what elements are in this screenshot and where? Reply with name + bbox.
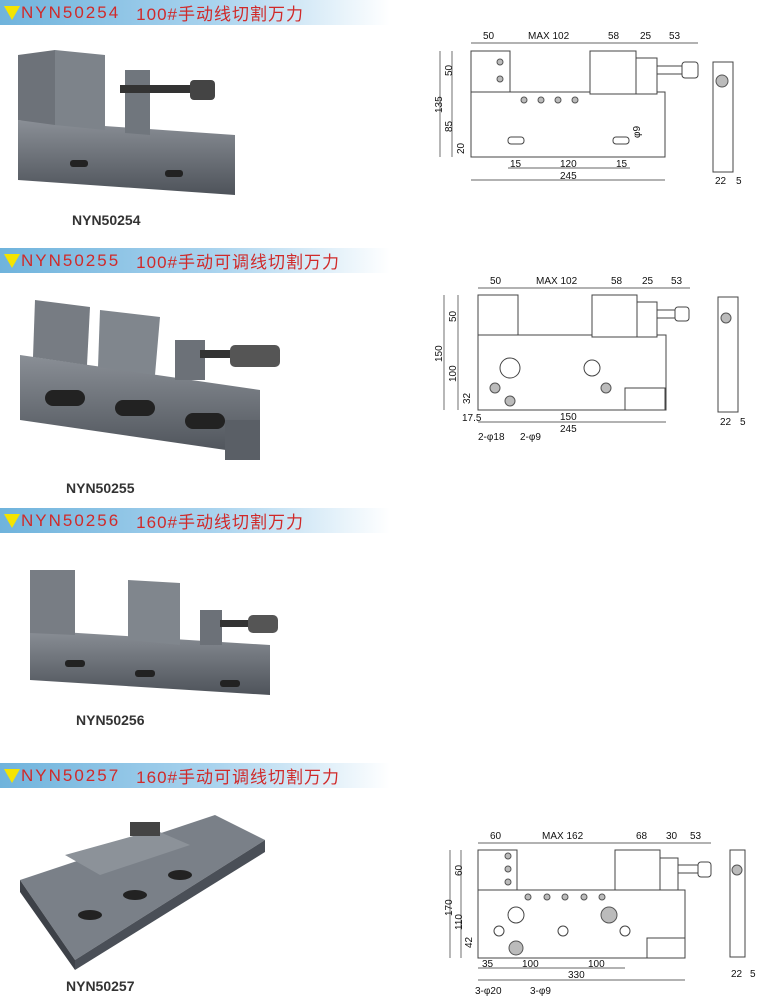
product-title: 100#手动线切割万力	[136, 5, 304, 24]
dim-label: 42	[464, 936, 475, 948]
dim-label: 60	[454, 864, 465, 876]
dim-label: 5	[736, 176, 742, 187]
product-photo-nyn50256	[30, 570, 278, 695]
triangle-bullet-icon	[4, 5, 20, 20]
product-caption: NYN50256	[76, 712, 145, 728]
dim-label: 22	[731, 969, 743, 980]
triangle-bullet-icon	[4, 768, 20, 783]
dim-label: 3-φ20	[475, 986, 502, 997]
dimension-drawing-nyn50257: 60 MAX 162 68 30 53 170 60 110 42 35 100…	[444, 831, 756, 997]
dim-label: 58	[608, 31, 620, 42]
dim-label: 50	[448, 310, 459, 322]
dim-label: 50	[483, 31, 495, 42]
product-caption: NYN50255	[66, 480, 135, 496]
dim-label: 170	[444, 899, 455, 916]
dim-label: 25	[642, 276, 654, 287]
dim-label: 68	[636, 831, 648, 842]
product-title: 160#手动线切割万力	[136, 513, 304, 532]
product-code: NYN50256	[21, 510, 121, 530]
product-photo-nyn50255	[20, 300, 280, 460]
dim-label: 20	[456, 142, 467, 154]
dim-label: 22	[715, 176, 727, 187]
dim-label: 5	[740, 417, 746, 428]
dim-label: MAX 102	[528, 31, 570, 42]
dim-label: 53	[690, 831, 702, 842]
product-header-nyn50255: NYN50255 100#手动可调线切割万力	[0, 248, 390, 273]
dim-label: 5	[750, 969, 756, 980]
dim-label: 135	[434, 96, 445, 113]
dim-label: 30	[666, 831, 678, 842]
dim-label: 85	[444, 120, 455, 132]
dim-label: MAX 162	[542, 831, 584, 842]
dim-label: 58	[611, 276, 623, 287]
dim-label: 150	[434, 345, 445, 362]
dim-label: 15	[510, 159, 522, 170]
dim-label: 25	[640, 31, 652, 42]
dimension-drawing-nyn50255: 50 MAX 102 58 25 53 150 50 100 32 17.5 1…	[434, 276, 746, 443]
dim-label: 17.5	[462, 413, 482, 424]
product-caption: NYN50257	[66, 978, 135, 994]
dim-label: 2-φ18	[478, 432, 505, 443]
dim-label: 50	[444, 64, 455, 76]
dim-label: 53	[669, 31, 681, 42]
product-header-nyn50257: NYN50257 160#手动可调线切割万力	[0, 763, 390, 788]
dim-label: 32	[462, 392, 473, 404]
product-header-nyn50254: NYN50254 100#手动线切割万力	[0, 0, 390, 25]
dim-label: 50	[490, 276, 502, 287]
dim-label: 60	[490, 831, 502, 842]
dimension-drawing-nyn50254: 50 MAX 102 58 25 53 135 50 85 20 φ9 15 1…	[434, 31, 742, 187]
product-code: NYN50254	[21, 2, 121, 22]
dim-label: 245	[560, 424, 577, 435]
dim-label: 330	[568, 970, 585, 981]
product-code: NYN50255	[21, 250, 121, 270]
product-header-nyn50256: NYN50256 160#手动线切割万力	[0, 508, 390, 533]
dim-label: 100	[588, 959, 605, 970]
dim-label: φ9	[632, 126, 643, 138]
dim-label: 150	[560, 412, 577, 423]
triangle-bullet-icon	[4, 253, 20, 268]
dim-label: 2-φ9	[520, 432, 541, 443]
dim-label: 100	[448, 365, 459, 382]
product-title: 160#手动可调线切割万力	[136, 768, 340, 787]
product-code: NYN50257	[21, 765, 121, 785]
product-caption: NYN50254	[72, 212, 141, 228]
dim-label: 15	[616, 159, 628, 170]
dim-label: 245	[560, 171, 577, 182]
dim-label: 53	[671, 276, 683, 287]
dim-label: 100	[522, 959, 539, 970]
product-title: 100#手动可调线切割万力	[136, 253, 340, 272]
product-photo-nyn50257	[20, 815, 265, 970]
triangle-bullet-icon	[4, 513, 20, 528]
dim-label: MAX 102	[536, 276, 578, 287]
dim-label: 120	[560, 159, 577, 170]
dim-label: 22	[720, 417, 732, 428]
product-photo-nyn50254	[18, 50, 235, 195]
dim-label: 3-φ9	[530, 986, 551, 997]
dim-label: 110	[454, 914, 465, 930]
dim-label: 35	[482, 959, 494, 970]
